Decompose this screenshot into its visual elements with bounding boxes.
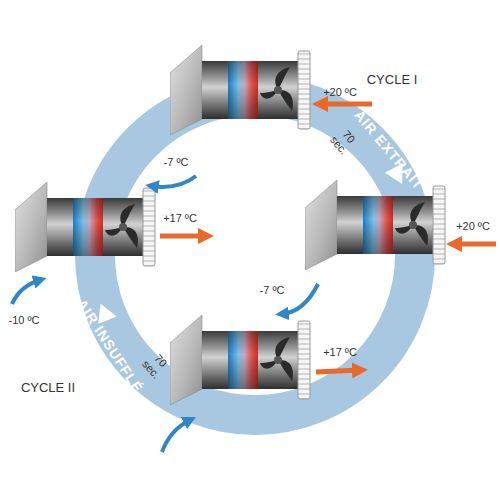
temperature-label: -7 ºC [260, 284, 285, 297]
temperature-label: +17 ºC [163, 212, 197, 225]
temperature-label: +20 ºC [323, 86, 357, 99]
cold-air-arrow [12, 280, 40, 304]
warm-air-arrow [454, 242, 496, 247]
cold-air-arrow [152, 176, 196, 187]
flow-label: AIR INSUFFLÉ [74, 296, 147, 396]
duration-label: 70 sec. [326, 123, 362, 159]
warm-air-arrow [316, 370, 360, 372]
duration-label: 70 sec. [138, 347, 174, 384]
cycle-label: CYCLE II [21, 381, 75, 396]
ventilation-unit [170, 45, 310, 135]
temperature-label: -7 ºC [164, 156, 189, 169]
cold-air-arrow [162, 420, 190, 452]
warm-air-arrow [320, 102, 372, 107]
ventilation-unit [15, 182, 155, 272]
temperature-label: +17 ºC [323, 346, 357, 359]
temperature-label: +20 ºC [456, 220, 490, 233]
cold-air-arrow [282, 284, 318, 314]
ventilation-unit [170, 315, 310, 405]
warm-air-arrow [160, 234, 206, 239]
temperature-label: -10 ºC [9, 314, 40, 327]
flow-label: AIR EXTRAIT [351, 107, 427, 193]
cycle-label: CYCLE I [367, 73, 418, 88]
ventilation-unit [305, 180, 445, 270]
